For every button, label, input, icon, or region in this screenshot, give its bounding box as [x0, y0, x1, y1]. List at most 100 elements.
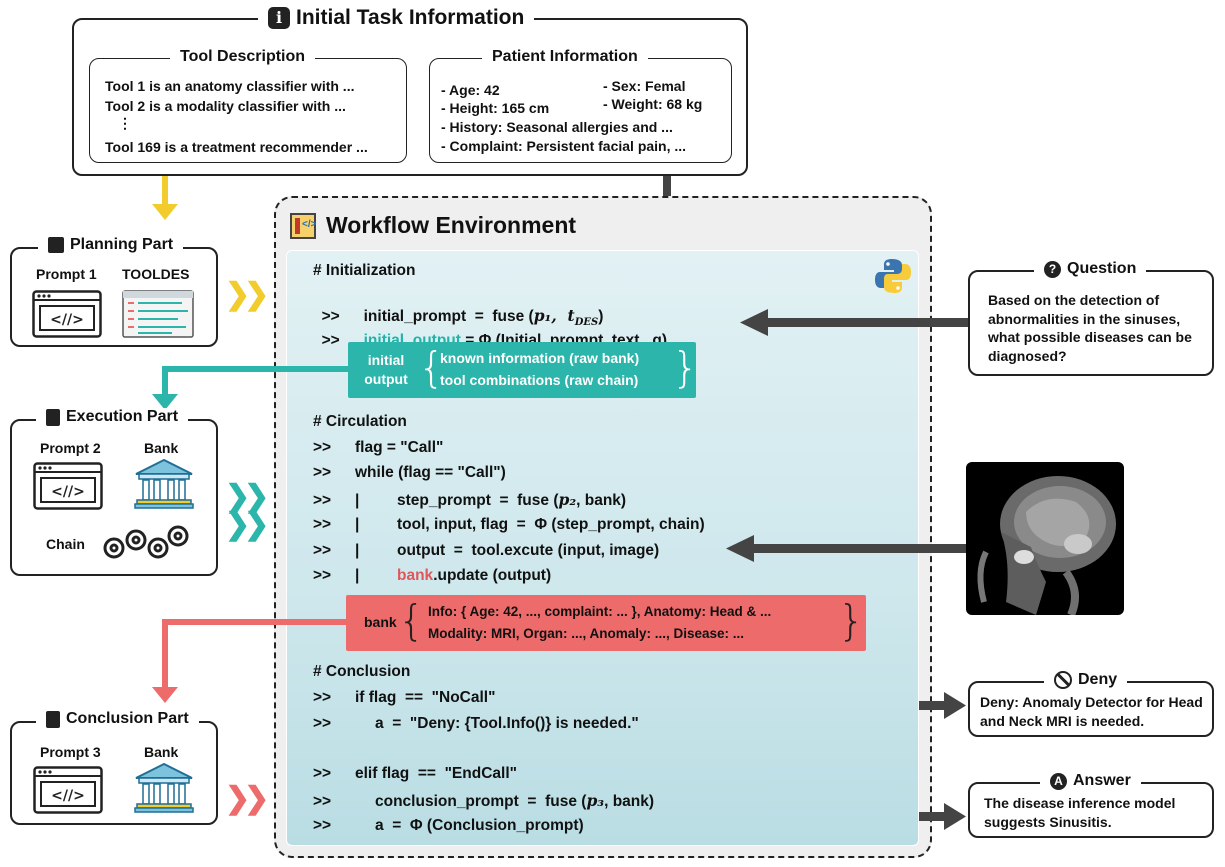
teal-arrowhead [152, 394, 178, 410]
initial-output-item-2: tool combinations (raw chain) [440, 372, 639, 388]
bank-item-1: Info: { Age: 42, ..., complaint: ... }, … [428, 604, 772, 619]
planning-prompt-label: Prompt 1 [36, 266, 97, 282]
tool-line-2: Tool 2 is a modality classifier with ... [105, 98, 346, 114]
bank-brace-left: { [398, 596, 425, 645]
circ-line-3: >>|step_prompt = fuse (p₂, bank) [313, 490, 627, 509]
conclusion-chevrons: ❯❯ [225, 782, 269, 815]
deny-text: Deny: Anomaly Detector for Head and Neck… [980, 694, 1203, 729]
conc-comment: # Conclusion [313, 663, 411, 680]
red-connector-v [162, 619, 168, 689]
yellow-down-arrow [162, 176, 168, 206]
red-arrowhead [152, 687, 178, 703]
question-title: ? Question [1034, 260, 1147, 278]
deny-arrowhead [944, 692, 966, 719]
tool-description-box [89, 58, 407, 163]
mri-image [966, 462, 1124, 615]
teal-connector-h [162, 366, 350, 372]
initial-task-title: i Initial Task Information [258, 6, 535, 30]
patient-weight: - Weight: 68 kg [603, 96, 703, 112]
patient-complaint: - Complaint: Persistent facial pain, ... [441, 138, 687, 154]
patient-info-box [429, 58, 732, 163]
tool-line-169: Tool 169 is a treatment recommender ... [105, 139, 368, 155]
patient-sex: - Sex: Femal [603, 78, 686, 94]
init-line-1: >>initial_prompt = fuse (p₁, tDES) [321, 306, 604, 329]
planning-icon [48, 237, 64, 253]
tooldes-document-icon [122, 290, 194, 338]
execution-chevrons-1: ❯❯ [225, 480, 269, 513]
init-comment: # Initialization [313, 262, 416, 279]
conc-line-2: >>a = "Deny: {Tool.Info()} is needed." [313, 715, 639, 732]
answer-arrow-line [919, 812, 945, 821]
execution-chevrons-2: ❯❯ [225, 508, 269, 541]
chain-links-icon [103, 525, 189, 559]
bank-brace-right: } [838, 596, 865, 645]
workflow-title-row: </> Workflow Environment [290, 212, 576, 239]
tool-line-1: Tool 1 is an anatomy classifier with ... [105, 78, 355, 94]
teal-connector-v [162, 366, 168, 396]
info-icon: i [268, 7, 290, 29]
circ-line-4: >>|tool, input, flag = Φ (step_prompt, c… [313, 516, 705, 533]
answer-box [968, 782, 1214, 838]
patient-age: - Age: 42 [441, 82, 500, 98]
prompt-3-code-icon: <//> [33, 766, 103, 814]
prompt-2-code-icon: <//> [33, 462, 103, 510]
image-arrow-line [750, 544, 966, 553]
bank-building-icon [134, 458, 194, 509]
yellow-down-arrowhead [152, 204, 178, 220]
question-box [968, 270, 1214, 376]
question-text: Based on the detection of abnormalities … [988, 292, 1192, 364]
prompt-1-code-icon: <//> [32, 290, 102, 338]
conc-line-1: >>if flag == "NoCall" [313, 689, 496, 706]
circ-comment: # Circulation [313, 413, 407, 430]
deny-box [968, 681, 1214, 737]
question-icon: ? [1044, 260, 1061, 278]
red-connector-h [162, 619, 348, 625]
initial-output-brace-left: { [418, 343, 445, 392]
patient-info-title: Patient Information [482, 48, 648, 66]
deny-arrow-line [919, 701, 945, 710]
conclusion-bank-building-icon [134, 762, 194, 813]
patient-history: - History: Seasonal allergies and ... [441, 119, 673, 135]
execution-title: Execution Part [36, 408, 189, 426]
conc-line-3: >>elif flag == "EndCall" [313, 765, 517, 782]
tool-line-ellipsis: ⋮ [118, 115, 132, 131]
svg-text:<//>: <//> [51, 788, 85, 804]
bank-item-2: Modality: MRI, Organ: ..., Anomaly: ...,… [428, 626, 745, 641]
circ-line-5: >>|output = tool.excute (input, image) [313, 542, 660, 559]
execution-bank-label: Bank [144, 440, 179, 456]
deny-title: Deny [1044, 671, 1128, 689]
image-arrowhead [726, 535, 754, 562]
circ-line-6: >>|bank.update (output) [313, 567, 552, 584]
workflow-title: Workflow Environment [326, 212, 577, 238]
conclusion-prompt-label: Prompt 3 [40, 744, 101, 760]
bank-label: bank [364, 614, 397, 630]
python-logo-icon [875, 259, 911, 293]
execution-chain-label: Chain [46, 536, 85, 552]
prompt-marker: >> [321, 308, 340, 325]
answer-title: A Answer [1040, 772, 1141, 790]
initial-output-box [348, 342, 696, 398]
code-window-icon: </> [290, 212, 316, 239]
initial-output-brace-right: } [672, 343, 699, 392]
planning-title: Planning Part [38, 236, 184, 254]
bank-box [346, 595, 866, 651]
conclusion-bank-label: Bank [144, 744, 179, 760]
planning-tooldes-label: TOOLDES [122, 266, 190, 282]
execution-icon [46, 408, 60, 426]
answer-arrowhead [944, 803, 966, 830]
conclusion-icon [46, 710, 60, 728]
answer-text: The disease inference model suggests Sin… [984, 795, 1176, 830]
question-arrow-line [766, 318, 968, 327]
svg-text:<//>: <//> [50, 312, 84, 328]
conc-line-4: >>conclusion_prompt = fuse (p₃, bank) [313, 791, 655, 810]
execution-prompt-label: Prompt 2 [40, 440, 101, 456]
initial-output-item-1: known information (raw bank) [440, 350, 640, 366]
planning-chevrons: ❯❯ [225, 278, 269, 311]
patient-height: - Height: 165 cm [441, 100, 550, 116]
conc-line-5: >>a = Φ (Conclusion_prompt) [313, 817, 584, 834]
question-arrowhead [740, 309, 768, 336]
tool-description-title: Tool Description [170, 48, 316, 66]
deny-icon [1054, 671, 1072, 689]
circ-line-2: >>while (flag == "Call") [313, 464, 506, 481]
